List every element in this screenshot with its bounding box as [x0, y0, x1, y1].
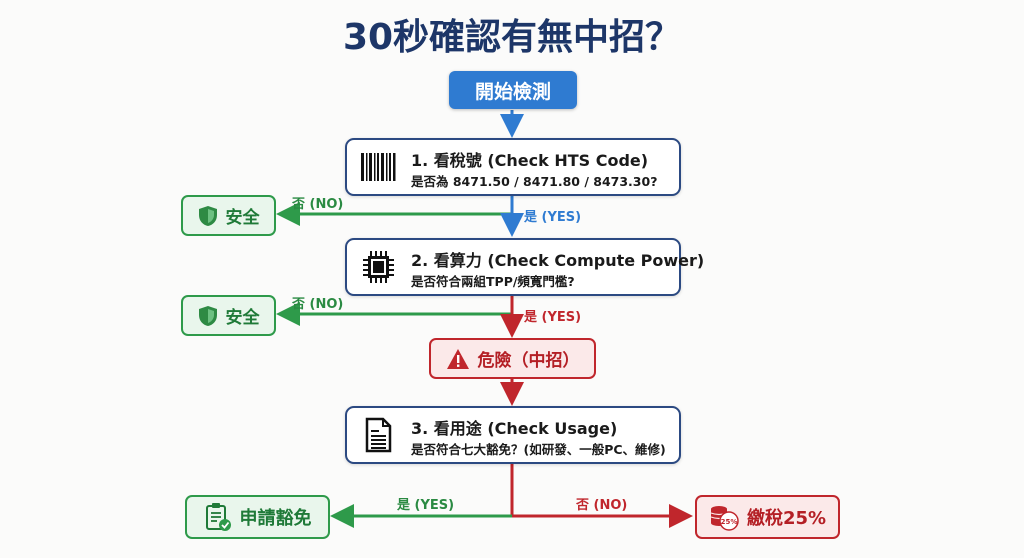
- step-1-question: 是否為 8471.50 / 8471.80 / 8473.30?: [411, 174, 658, 189]
- step-3-title: 3. 看用途 (Check Usage): [411, 419, 618, 438]
- exemption-label: 申請豁免: [239, 508, 312, 529]
- step-1-no-label: 否 (NO): [292, 197, 344, 212]
- step-1-box: 1. 看稅號 (Check HTS Code) 是否為 8471.50 / 84…: [345, 138, 681, 196]
- danger-outcome: 危險（中招）: [429, 338, 596, 379]
- step-2-box: 2. 看算力 (Check Compute Power) 是否符合兩組TPP/頻…: [345, 238, 704, 296]
- barcode-icon: [361, 153, 396, 181]
- clipboard-check-icon: [205, 503, 231, 531]
- exemption-outcome: 申請豁免: [185, 495, 330, 539]
- danger-label: 危險（中招）: [477, 351, 580, 371]
- safe-label: 安全: [225, 308, 260, 328]
- warning-icon: [446, 348, 469, 369]
- step-2-title: 2. 看算力 (Check Compute Power): [411, 251, 705, 270]
- safe-outcome-1: 安全: [181, 195, 276, 236]
- step-3-no-label: 否 (NO): [576, 498, 628, 513]
- step-3-yes-label: 是 (YES): [397, 498, 455, 513]
- chip-icon: [363, 251, 394, 283]
- tax-label: 繳稅25%: [746, 508, 827, 529]
- step-1-title: 1. 看稅號 (Check HTS Code): [411, 151, 649, 170]
- shield-icon: [198, 205, 217, 226]
- shield-icon: [198, 305, 217, 326]
- start-button[interactable]: 開始檢測: [449, 71, 577, 109]
- page-title: 30秒確認有無中招？: [342, 17, 682, 58]
- step-3-box: 3. 看用途 (Check Usage) 是否符合七大豁免？(如研發、一般PC、…: [345, 406, 681, 464]
- coins-icon: 25%: [710, 506, 739, 531]
- tax-outcome: 25% 繳稅25%: [695, 495, 840, 539]
- safe-outcome-2: 安全: [181, 295, 276, 336]
- tax-icon-percent: 25%: [721, 518, 738, 526]
- step-2-yes-label: 是 (YES): [524, 310, 582, 325]
- safe-label: 安全: [225, 208, 260, 228]
- step-2-question: 是否符合兩組TPP/頻寬門檻?: [411, 274, 575, 289]
- step-2-no-label: 否 (NO): [292, 297, 344, 312]
- step-1-yes-label: 是 (YES): [524, 210, 582, 225]
- step-3-question: 是否符合七大豁免？(如研發、一般PC、維修): [411, 442, 666, 457]
- document-icon: [365, 417, 392, 453]
